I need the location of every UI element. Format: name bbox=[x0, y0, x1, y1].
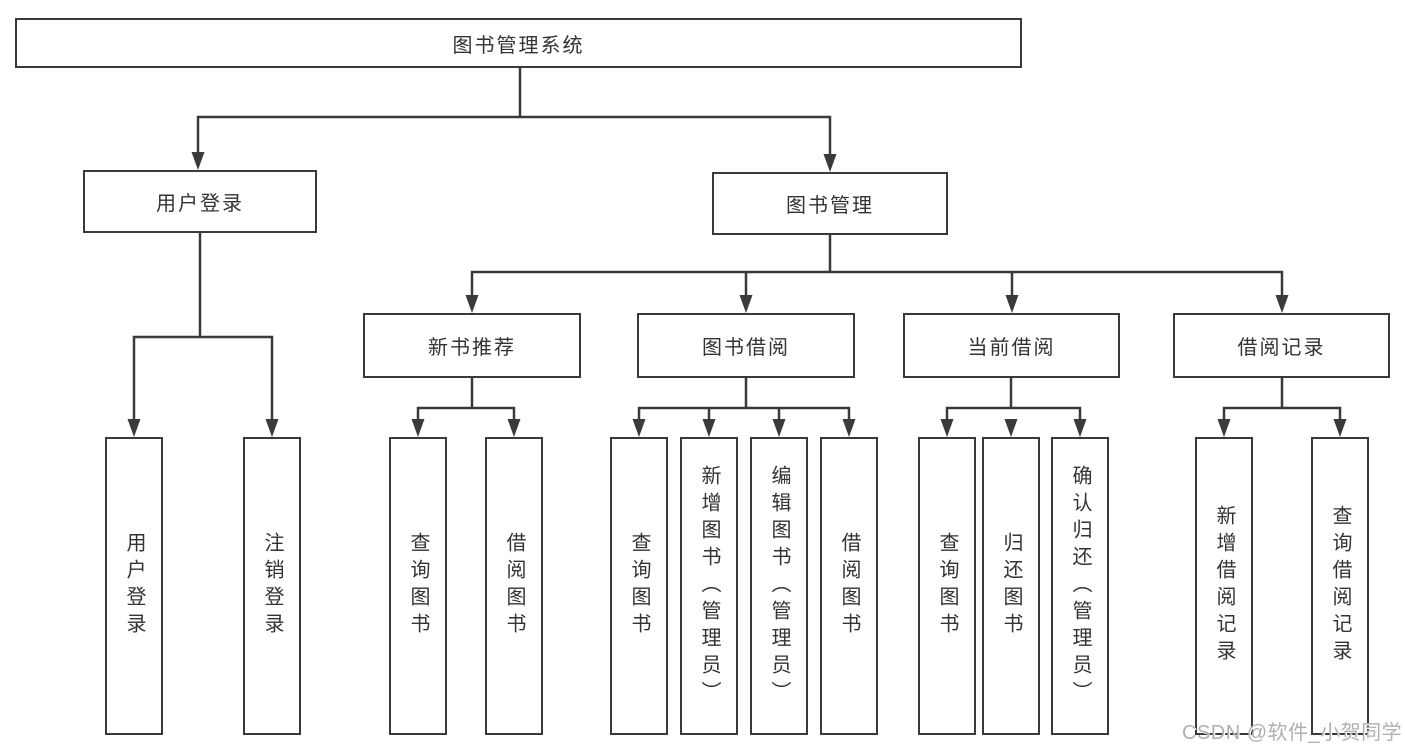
node-label: 新增借阅记录 bbox=[1213, 505, 1235, 667]
node-leaf-user-login: 用户登录 bbox=[105, 437, 163, 735]
node-root: 图书管理系统 bbox=[15, 18, 1022, 68]
node-current-borrowing: 当前借阅 bbox=[903, 313, 1120, 378]
node-book-borrowing: 图书借阅 bbox=[637, 313, 855, 378]
node-leaf-add-borrow-record: 新增借阅记录 bbox=[1195, 437, 1253, 735]
node-leaf-borrow-books-recommend: 借阅图书 bbox=[485, 437, 543, 735]
node-leaf-borrow-books-borrowing: 借阅图书 bbox=[820, 437, 878, 735]
node-borrowing-records: 借阅记录 bbox=[1173, 313, 1390, 378]
node-label: 查询图书 bbox=[407, 532, 429, 640]
node-label: 借阅图书 bbox=[838, 532, 860, 640]
node-label: 查询图书 bbox=[628, 532, 650, 640]
node-leaf-logout: 注销登录 bbox=[243, 437, 301, 735]
node-label: 确认归还（管理员） bbox=[1069, 464, 1091, 708]
node-label: 注销登录 bbox=[261, 532, 283, 640]
node-leaf-return-book: 归还图书 bbox=[982, 437, 1040, 735]
node-new-book-recommendation: 新书推荐 bbox=[363, 313, 581, 378]
node-leaf-query-borrow-record: 查询借阅记录 bbox=[1311, 437, 1369, 735]
node-label: 编辑图书（管理员） bbox=[768, 464, 790, 708]
node-label: 归还图书 bbox=[1000, 532, 1022, 640]
node-leaf-query-books-current: 查询图书 bbox=[918, 437, 976, 735]
node-leaf-query-books-borrowing: 查询图书 bbox=[610, 437, 668, 735]
node-user-login: 用户登录 bbox=[83, 170, 317, 233]
watermark: CSDN @软件_小贺同学 bbox=[1182, 722, 1403, 744]
node-label: 新增图书（管理员） bbox=[698, 464, 720, 708]
node-label: 用户登录 bbox=[123, 532, 145, 640]
node-label: 借阅图书 bbox=[503, 532, 525, 640]
node-leaf-query-books-recommend: 查询图书 bbox=[389, 437, 447, 735]
node-leaf-add-book-admin: 新增图书（管理员） bbox=[680, 437, 738, 735]
node-label: 查询借阅记录 bbox=[1329, 505, 1351, 667]
node-leaf-edit-book-admin: 编辑图书（管理员） bbox=[750, 437, 808, 735]
node-book-management: 图书管理 bbox=[712, 172, 948, 235]
node-label: 查询图书 bbox=[936, 532, 958, 640]
node-leaf-confirm-return-admin: 确认归还（管理员） bbox=[1051, 437, 1109, 735]
